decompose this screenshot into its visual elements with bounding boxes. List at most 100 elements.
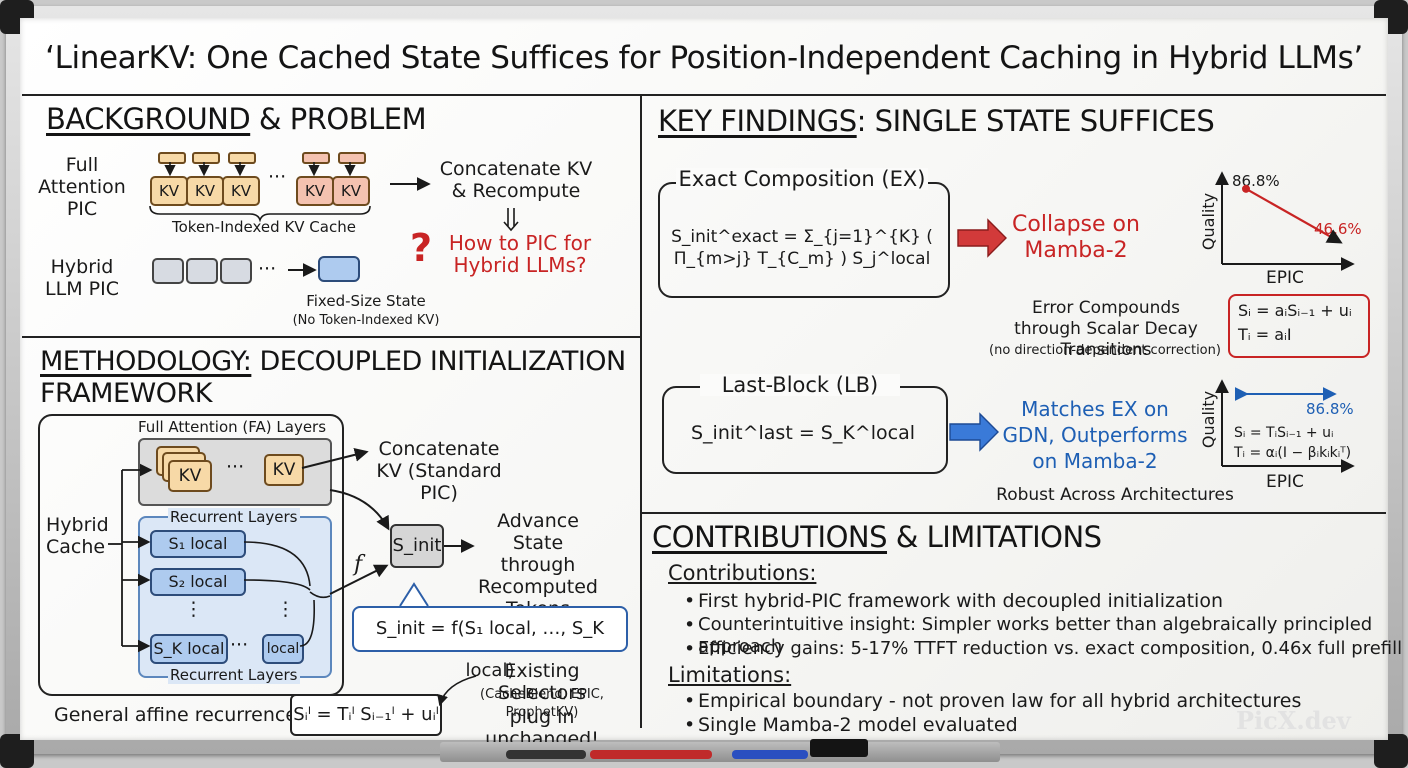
collapse-label: Collapse on Mamba-2 (1012, 212, 1140, 263)
local-state: local (262, 634, 304, 664)
kv-block: KV (264, 454, 304, 486)
standard-pic-label: Concatenate KV (Standard PIC) (376, 438, 502, 504)
section-heading-background: BACKGROUND & PROBLEM (46, 102, 427, 136)
heading-rest: & PROBLEM (250, 102, 427, 136)
lb-title: Last-Block (LB) (700, 374, 900, 396)
divider-top (22, 94, 1386, 96)
hybrid-cache-panel (38, 414, 344, 696)
heading-underlined: METHODOLOGY: (40, 346, 252, 377)
lb-formula: S_init^last = S_K^local (690, 422, 915, 444)
kv-block: KV (150, 176, 188, 206)
chart2-xlabel: EPIC (1266, 472, 1304, 492)
bullet: • (684, 714, 696, 736)
contribution-item: Efficiency gains: 5-17% TTFT reduction v… (698, 638, 1403, 659)
contribution-item: Counterintuitive insight: Simpler works … (698, 614, 1373, 657)
chart2-label: 86.8% (1306, 400, 1354, 418)
bullet: • (684, 690, 696, 712)
heading-rest: : SINGLE STATE SUFFICES (856, 104, 1215, 138)
page-title: ‘LinearKV: One Cached State Suffices for… (45, 40, 1363, 76)
question-mark: ? (410, 226, 433, 270)
chart1-marks (1242, 184, 1343, 244)
fixed-state-note: (No Token-Indexed KV) (292, 313, 440, 328)
divider-left-mid (22, 336, 640, 338)
gdn-formula-2: Tᵢ = αᵢ(I − βᵢkᵢkᵢᵀ) (1234, 445, 1352, 461)
kv-token-tab (158, 152, 186, 164)
heading-rest: & LIMITATIONS (887, 520, 1102, 554)
kv-token-tab (338, 152, 366, 164)
fixed-state-label: Fixed-Size State (306, 292, 426, 310)
contributions-label: Contributions: (668, 561, 817, 585)
decay-formula-box (1228, 294, 1370, 358)
affine-formula: Sᵢˡ = Tᵢˡ Sᵢ₋₁ˡ + uᵢˡ (290, 694, 442, 736)
limitations-label: Limitations: (668, 663, 792, 687)
error-note: (no direction-dependent correction) (989, 343, 1221, 358)
contribution-item: First hybrid-PIC framework with decouple… (698, 590, 1223, 612)
kv-token-tab (192, 152, 220, 164)
ex-formula: S_init^exact = Σ_{j=1}^{K} ( Π_{m>j} T_{… (671, 227, 933, 269)
error-text: Error Compounds through Scalar Decay Tra… (1014, 298, 1198, 360)
section-heading-methodology: METHODOLOGY: DECOUPLED INITIALIZATION FR… (40, 346, 640, 410)
bullet: • (684, 614, 696, 636)
s2-local-state: S₂ local (150, 568, 246, 596)
gdn-formula-1: Sᵢ = TᵢSᵢ₋₁ + uᵢ (1234, 425, 1334, 441)
state-box (186, 258, 218, 284)
heading-underlined: KEY FINDINGS (658, 104, 857, 138)
heading-underlined: CONTRIBUTIONS (652, 520, 888, 554)
marker-blue (732, 750, 808, 759)
watermark: PicX.dev (1236, 706, 1351, 735)
marker-black (506, 750, 586, 759)
heading-underlined: BACKGROUND (46, 102, 251, 136)
heading-rest: DECOUPLED INITIALIZATION FRAMEWORK (40, 346, 626, 409)
decay-formula-2: Tᵢ = aᵢI (1238, 325, 1292, 344)
state-box (152, 258, 184, 284)
full-attention-label: Full Attention PIC (38, 154, 126, 220)
decay-formula-1: Sᵢ = aᵢSᵢ₋₁ + uᵢ (1238, 301, 1352, 320)
limitation-item: Single Mamba-2 model evaluated (698, 714, 1018, 736)
vdots: ⋮ (276, 598, 295, 620)
affine-label: General affine recurrence: (54, 704, 304, 726)
selectors-list: (CacheBlend, EPIC, ProphetKV) (480, 687, 604, 720)
s1-local-state: S₁ local (150, 530, 246, 558)
init-formula-box: S_init = f(S₁ local, …, S_K local) (352, 606, 628, 681)
divider-right-mid (642, 512, 1386, 514)
concat-recompute-label: Concatenate KV & Recompute (439, 158, 593, 202)
kv-block: KV (186, 176, 224, 206)
state-box (220, 258, 252, 284)
kv-block: KV (222, 176, 260, 206)
section-heading-contributions: CONTRIBUTIONS & LIMITATIONS (652, 520, 1102, 554)
kv-token-tab (302, 152, 330, 164)
recurrent-layers-bottom-label: Recurrent Layers (168, 666, 300, 684)
token-cache-label: Token-Indexed KV Cache (172, 218, 356, 236)
fixed-state-box (318, 256, 360, 282)
matches-label: Matches EX on GDN, Outperforms on Mamba-… (1002, 397, 1188, 473)
chart1-series-line (1245, 187, 1343, 244)
recurrent-layers-top-label: Recurrent Layers (168, 508, 300, 526)
divider-vertical (640, 96, 642, 728)
bullet: • (684, 590, 696, 612)
chart1-point (1242, 184, 1250, 193)
eraser (810, 739, 868, 757)
robust-label: Robust Across Architectures (996, 485, 1234, 505)
ellipsis: ··· (226, 456, 245, 478)
kv-block: KV (296, 176, 334, 206)
kv-token-tab (228, 152, 256, 164)
ellipsis: ··· (258, 258, 277, 280)
ellipsis: ··· (230, 634, 249, 656)
marker-red (590, 750, 712, 759)
section-heading-findings: KEY FINDINGS: SINGLE STATE SUFFICES (658, 104, 1215, 138)
selectors-title: Existing Selectors (498, 660, 586, 704)
hybrid-pic-label: Hybrid LLM PIC (45, 256, 119, 300)
ex-title: Exact Composition (EX) (676, 168, 928, 190)
ellipsis: ··· (268, 166, 287, 188)
chart1-xlabel: EPIC (1266, 268, 1304, 288)
f-symbol: f (354, 552, 363, 577)
kv-block: KV (332, 176, 370, 206)
limitation-item: Empirical boundary - not proven law for … (698, 690, 1302, 712)
kv-stack-front: KV (168, 460, 212, 492)
bullet: • (684, 638, 696, 660)
hybrid-cache-label: Hybrid Cache (46, 514, 109, 558)
pic-question: How to PIC for Hybrid LLMs? (448, 231, 592, 277)
s-init-box: S_init (390, 524, 444, 568)
sk-local-state: S_K local (150, 634, 228, 664)
